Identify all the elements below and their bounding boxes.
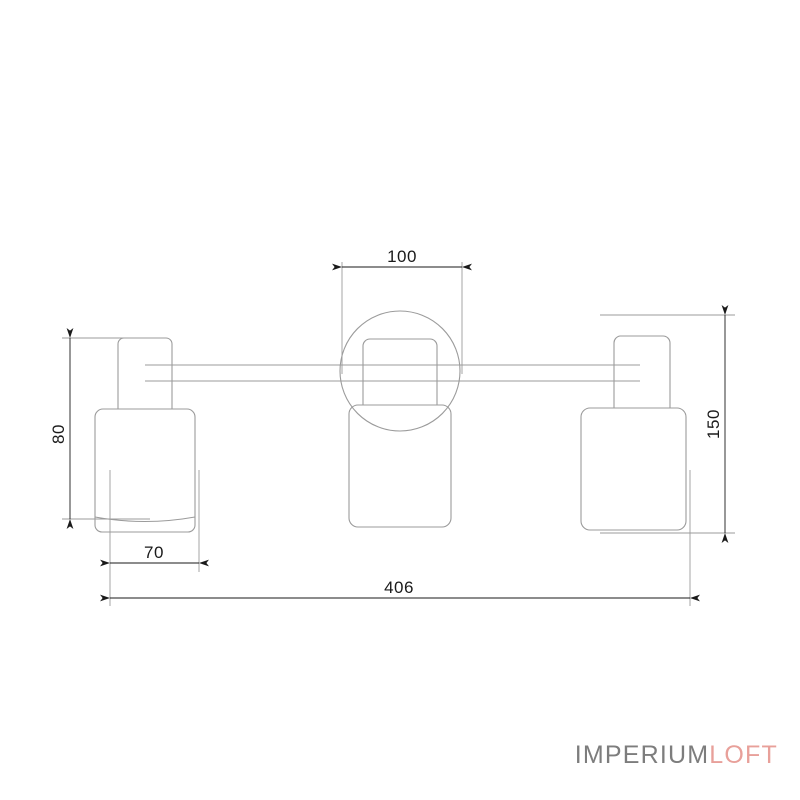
left-shade — [94, 408, 196, 533]
product-geometry — [94, 310, 687, 533]
dimension-label-406: 406 — [384, 578, 414, 597]
center-neck — [362, 338, 438, 406]
dimension-label-70: 70 — [144, 543, 164, 562]
center-fixture — [348, 338, 452, 528]
mount-plate-circle — [339, 310, 461, 432]
dimension-label-80: 80 — [49, 424, 68, 444]
right-fixture — [580, 335, 687, 531]
arm-bar — [145, 364, 640, 382]
dimension-label-150: 150 — [704, 409, 723, 439]
extension-lines — [62, 262, 735, 606]
dimension-labels: 100 80 70 406 150 — [49, 247, 723, 597]
dimension-label-100: 100 — [387, 247, 417, 266]
left-neck — [117, 337, 173, 410]
right-shade — [580, 407, 687, 531]
brand-logo-accent: LOFT — [709, 741, 778, 769]
dimension-lines — [66, 263, 729, 602]
right-neck — [613, 335, 671, 409]
center-shade — [348, 404, 452, 528]
brand-logo: IMPERIUMLOFT — [575, 743, 778, 768]
brand-logo-primary: IMPERIUM — [574, 741, 710, 769]
